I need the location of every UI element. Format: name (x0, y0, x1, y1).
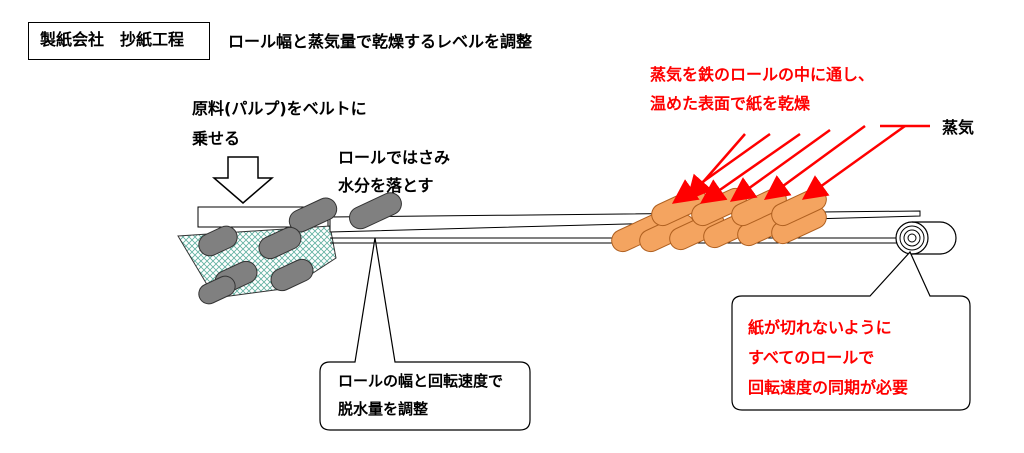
press-label-line2: 水分を落とす (338, 176, 434, 195)
callout-left-line2: 脱水量を調整 (338, 400, 429, 418)
pulp-label-line2: 乗せる (192, 129, 241, 148)
callout-right-line2: すべてのロールで (748, 348, 875, 367)
callout-left-bubble (319, 237, 531, 431)
pulp-label-line1: 原料(パルプ)をベルトに (192, 99, 367, 118)
reel-roll-icon (895, 221, 957, 255)
press-rolls (198, 192, 402, 305)
callout-right-line3: 回転速度の同期が必要 (748, 378, 909, 397)
page-title: 製紙会社 抄紙工程 (40, 30, 185, 49)
feed-arrow-icon (211, 156, 275, 204)
title-box (28, 22, 210, 60)
callout-left-line1: ロールの幅と回転速度で (338, 372, 504, 390)
callout-right-bubble (731, 250, 971, 411)
steam-label-line1: 蒸気を鉄のロールの中に通し、 (650, 65, 875, 84)
steam-word: 蒸気 (942, 118, 975, 137)
press-label-line1: ロールではさみ (338, 148, 451, 167)
steam-label-line2: 温めた表面で紙を乾燥 (650, 94, 811, 113)
steam-arrows (671, 124, 906, 204)
callout-right-line1: 紙が切れないように (748, 318, 892, 337)
dryer-rolls (611, 187, 827, 253)
page-subtitle: ロール幅と蒸気量で乾燥するレベルを調整 (228, 32, 533, 51)
